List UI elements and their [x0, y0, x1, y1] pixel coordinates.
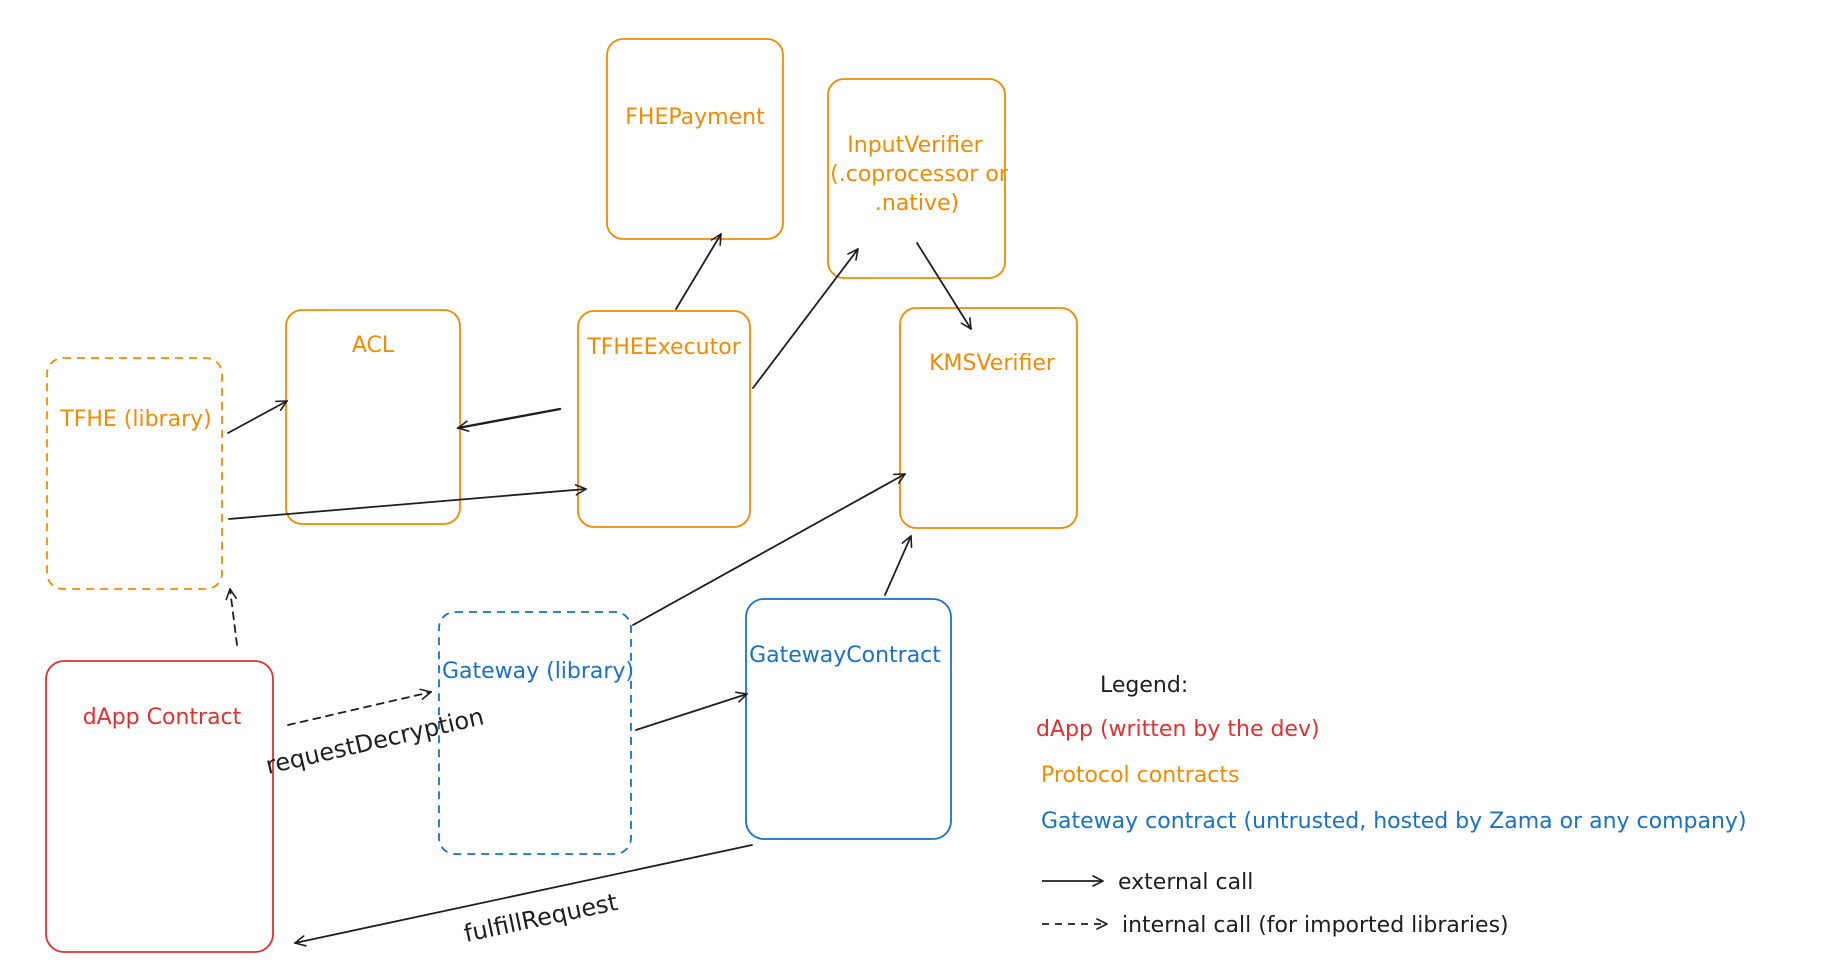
node-acl-label: ACL: [352, 333, 395, 358]
node-input-verifier-label-line2: (.coprocessor or: [830, 162, 1009, 187]
node-fhe-payment-label: FHEPayment: [625, 105, 765, 130]
node-kms-verifier-label: KMSVerifier: [929, 351, 1056, 376]
node-gateway-library: Gateway (library): [438, 611, 634, 855]
arrow-gateway-library-to-gateway-contract: [635, 691, 748, 731]
node-acl: ACL: [285, 309, 461, 525]
node-gateway-library-label: Gateway (library): [442, 659, 634, 684]
node-tfhe-executor-label: TFHEExecutor: [586, 335, 741, 360]
legend: Legend: dApp (written by the dev) Protoc…: [1036, 673, 1747, 938]
node-dapp-contract: dApp Contract: [45, 660, 274, 953]
arrow-tfhe-library-to-tfhe-executor: [228, 484, 587, 520]
arrow-tfhe-executor-to-acl: [456, 407, 562, 432]
arrow-gateway-contract-to-dapp: [294, 844, 753, 947]
arrow-tfhe-library-to-acl: [227, 400, 288, 434]
node-kms-verifier: KMSVerifier: [899, 307, 1078, 529]
edge-label-request-decryption: requestDecryption: [263, 702, 487, 779]
node-tfhe-executor: TFHEExecutor: [577, 310, 751, 528]
arrow-tfhe-executor-to-input-verifier: [752, 248, 859, 389]
node-tfhe-library: TFHE (library): [46, 357, 223, 590]
legend-dapp: dApp (written by the dev): [1036, 717, 1320, 742]
legend-gateway: Gateway contract (untrusted, hosted by Z…: [1041, 809, 1747, 834]
legend-protocol: Protocol contracts: [1041, 763, 1239, 788]
arrow-gateway-contract-to-kms-verifier: [884, 535, 913, 596]
arrow-dapp-to-tfhe-library: [225, 588, 238, 646]
legend-title: Legend:: [1100, 673, 1188, 698]
arrow-dapp-to-gateway-library: [287, 688, 432, 726]
edge-label-fulfill-request: fulfillRequest: [461, 888, 620, 948]
legend-external-call: external call: [1118, 870, 1253, 895]
arrow-input-verifier-to-kms-verifier: [916, 242, 972, 330]
arrow-gateway-library-to-kms-verifier: [632, 473, 906, 626]
node-input-verifier-label-line3: .native): [875, 191, 959, 216]
node-input-verifier-label-line1: InputVerifier: [847, 133, 983, 158]
node-gateway-contract-label: GatewayContract: [749, 643, 941, 668]
node-gateway-contract: GatewayContract: [745, 598, 952, 840]
arrow-tfhe-executor-to-fhe-payment: [675, 233, 722, 310]
legend-internal-call: internal call (for imported libraries): [1122, 913, 1509, 938]
node-input-verifier: InputVerifier (.coprocessor or .native): [827, 78, 1009, 279]
node-tfhe-library-label: TFHE (library): [59, 407, 211, 432]
node-dapp-contract-label: dApp Contract: [83, 705, 242, 730]
node-fhe-payment: FHEPayment: [606, 38, 784, 240]
